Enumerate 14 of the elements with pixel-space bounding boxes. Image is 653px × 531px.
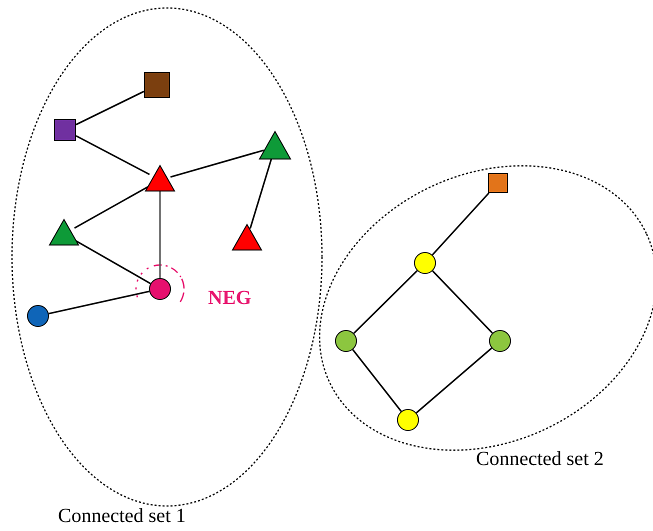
connector-line [416, 348, 492, 414]
connector-line [432, 192, 490, 256]
connector-line [48, 290, 150, 314]
set-label: Connected set 1 [58, 505, 186, 528]
connector-line [170, 149, 264, 178]
connector-line [76, 90, 144, 126]
connector-line [159, 190, 161, 278]
node-annotation: NEG [208, 287, 252, 310]
connector-line [249, 158, 272, 229]
connector-line [432, 270, 493, 334]
connector-line [352, 349, 402, 412]
connector-line [353, 270, 418, 334]
connector-line [76, 135, 150, 176]
set-label: Connected set 2 [476, 448, 604, 471]
